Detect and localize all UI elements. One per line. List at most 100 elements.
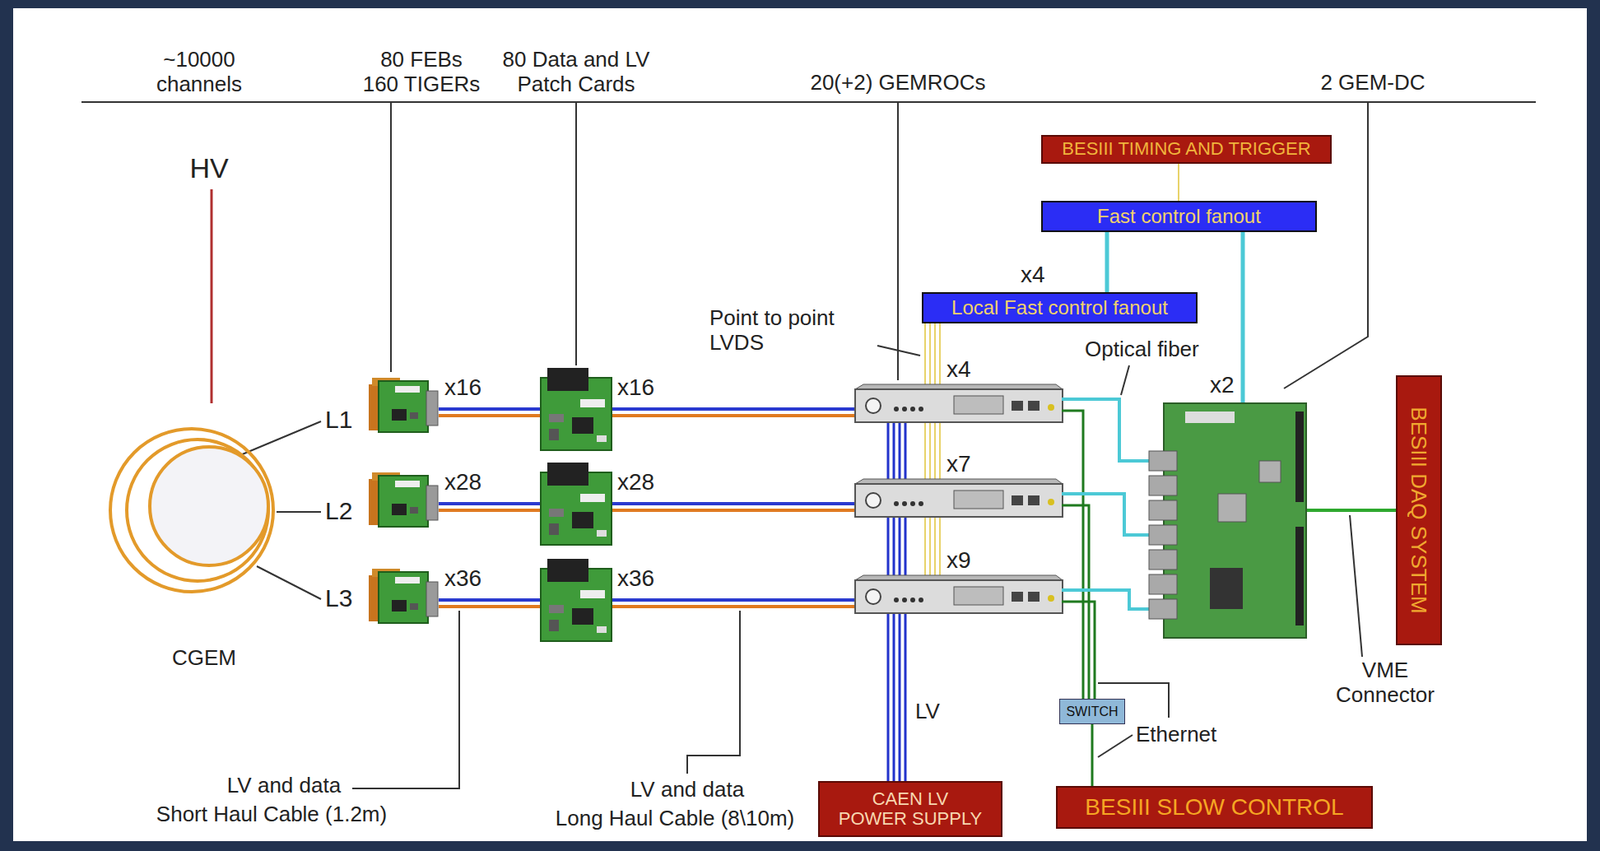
art-path: [438, 413, 857, 418]
art-path: [575, 102, 577, 366]
box-text: CAEN LV POWER SUPPLY: [824, 789, 996, 829]
signal-label: LV: [915, 699, 940, 725]
art-path: [877, 345, 921, 356]
connector-label: VME Connector: [1323, 658, 1447, 708]
multiplicity: x28: [617, 469, 655, 496]
art-path: [939, 323, 941, 577]
art-path: [352, 610, 460, 789]
box-text: BESIII DAQ SYSTEM: [1407, 406, 1432, 614]
cable-label: LV and data: [630, 777, 745, 803]
daq-box: BESIII DAQ SYSTEM: [1395, 375, 1442, 646]
art-path: [924, 323, 926, 577]
multiplicity: x4: [946, 356, 972, 383]
layer-label: L1: [325, 405, 353, 435]
art-use: [540, 367, 612, 451]
art-rect: [1185, 411, 1235, 424]
count-label: 80 FEBs 160 TIGERs: [351, 47, 492, 98]
art-rect: [1148, 451, 1177, 471]
art-path: [1120, 365, 1130, 396]
art-path: [438, 598, 857, 602]
art-rect: [1148, 599, 1177, 619]
art-path: [1061, 399, 1153, 461]
count-label: 2 GEM-DC: [1320, 70, 1425, 96]
layer-label: L3: [325, 584, 353, 614]
fiber-line: [1105, 232, 1110, 293]
signal-label: Ethernet: [1135, 722, 1217, 748]
box-text: Fast control fanout: [1097, 205, 1261, 228]
hv-label: HV: [189, 152, 228, 185]
art-rect: [1259, 460, 1281, 483]
signal-label: Point to point LVDS: [709, 306, 875, 356]
art-rect: [1148, 574, 1177, 595]
control-box: BESIII SLOW CONTROL: [1055, 786, 1373, 829]
art-rect: [13, 8, 1587, 842]
signal-label: Optical fiber: [1084, 337, 1200, 363]
art-use: [855, 384, 1063, 423]
art-path: [1349, 515, 1363, 657]
power-box: CAEN LV POWER SUPPLY: [818, 781, 1003, 838]
art-circle: [110, 428, 274, 592]
art-rect: [1148, 475, 1177, 496]
art-path: [1061, 493, 1153, 535]
detector-label: CGEM: [172, 646, 237, 671]
multiplicity: x7: [946, 451, 972, 478]
ethernet-line: [1091, 724, 1094, 787]
cable-label: Short Haul Cable (1.2m): [156, 802, 387, 828]
fanout-box: Local Fast control fanout: [921, 292, 1198, 324]
box-text: SWITCH: [1065, 704, 1118, 720]
multiplicity: x9: [946, 547, 972, 574]
art-path: [438, 508, 857, 512]
art-rect: [1295, 526, 1304, 626]
art-path: [1306, 508, 1396, 512]
art-use: [368, 377, 438, 433]
art-rect: [1148, 500, 1177, 521]
art-rect: [1209, 567, 1243, 610]
art-path: [210, 189, 214, 404]
art-path: [276, 511, 321, 513]
art-path: [81, 101, 1536, 103]
cable-label: Long Haul Cable (8\10m): [555, 806, 796, 832]
art-path: [438, 604, 857, 609]
art-path: [256, 566, 321, 600]
art-path: [934, 323, 936, 577]
art-g: [1148, 451, 1177, 619]
art-use: [368, 472, 438, 527]
art-path: [687, 610, 740, 774]
box-text: BESIII SLOW CONTROL: [1084, 795, 1344, 821]
cable-label: LV and data: [227, 773, 341, 799]
art-use: [855, 479, 1063, 517]
art-circle: [126, 439, 269, 582]
art-path: [1241, 232, 1246, 404]
art-g: [925, 323, 940, 577]
trigger-line: [1177, 163, 1180, 201]
art-rect: [1148, 525, 1177, 545]
art-rect: [1218, 493, 1247, 522]
art-path: [438, 407, 857, 411]
art-circle: [149, 446, 269, 566]
art-path: [929, 323, 931, 577]
multiplicity: x4: [1020, 261, 1046, 289]
art-path: [240, 421, 321, 456]
multiplicity: x36: [444, 565, 482, 592]
art-path: [1061, 410, 1084, 699]
multiplicity: x36: [617, 565, 655, 592]
art-g: [438, 409, 857, 607]
switch-box: SWITCH: [1059, 698, 1126, 725]
layer-label: L2: [325, 497, 353, 526]
timing-box: BESIII TIMING AND TRIGGER: [1041, 134, 1332, 164]
count-label: 80 Data and LV Patch Cards: [481, 47, 671, 98]
multiplicity: x28: [444, 469, 482, 496]
art-rect: [1295, 411, 1304, 503]
art-path: [438, 502, 857, 506]
art-use: [540, 462, 612, 545]
count-label: 20(+2) GEMROCs: [809, 70, 986, 96]
box-text: BESIII TIMING AND TRIGGER: [1061, 139, 1311, 159]
multiplicity: x2: [1209, 372, 1235, 399]
art-path: [897, 102, 899, 381]
art-use: [368, 568, 438, 624]
art-path: [1061, 590, 1153, 610]
